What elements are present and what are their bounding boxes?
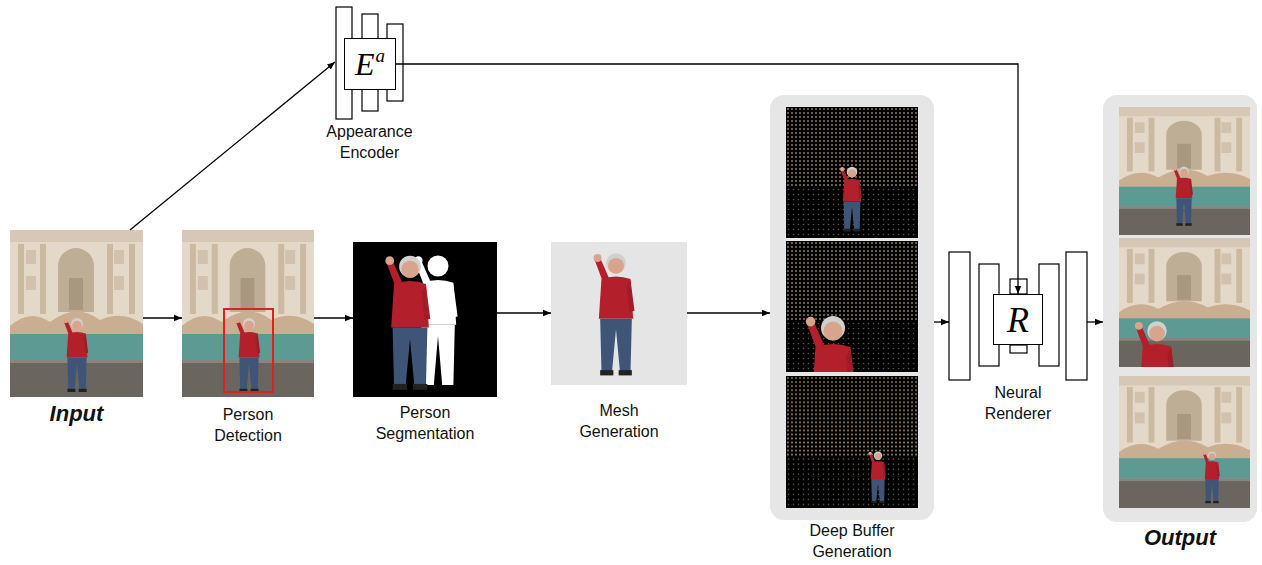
stage-label: Mesh Generation <box>569 400 669 442</box>
flow-arrow <box>1087 321 1103 322</box>
encoder-block: Appearance EncoderEa <box>336 7 403 119</box>
flow-arrow <box>497 312 551 313</box>
flow-arrow <box>130 62 335 230</box>
stage-label: Deep Buffer Generation <box>787 520 917 562</box>
flow-arrow <box>396 64 1018 294</box>
output-panel: Output <box>1103 95 1257 522</box>
input-photo <box>10 230 143 397</box>
stage-image: Mesh Generation <box>551 242 687 385</box>
output-panel <box>1103 95 1257 522</box>
segmentation-image <box>353 242 497 397</box>
flow-arrow <box>143 317 182 318</box>
stage-label: Neural Renderer <box>968 382 1068 424</box>
flow-arrow <box>934 321 949 322</box>
deep-buffer-panel <box>770 95 934 520</box>
flow-arrow <box>687 312 770 313</box>
stage-image: Person Detection <box>182 230 314 397</box>
input-image: Input <box>10 230 143 397</box>
renderer-block: Neural RendererR <box>949 252 1087 380</box>
deep-buffer-panel: Deep Buffer Generation <box>770 95 934 520</box>
stage-image: Person Segmentation <box>353 242 497 397</box>
mesh-image <box>551 242 687 385</box>
detection-photo <box>182 230 314 397</box>
stage-label: Person Segmentation <box>365 402 485 444</box>
symbol-superscript: a <box>376 46 386 65</box>
encoder-layers <box>336 7 403 119</box>
renderer-symbol-box: R <box>993 294 1043 345</box>
stage-label: Output <box>1125 525 1235 551</box>
flow-arrow <box>314 317 353 318</box>
bounding-box <box>224 309 273 392</box>
symbol-letter: R <box>1007 301 1029 339</box>
symbol-letter: E <box>355 47 375 81</box>
encoder-symbol-box: Ea <box>344 38 396 90</box>
stage-label: Input <box>32 401 122 427</box>
stage-label: Appearance Encoder <box>315 121 425 163</box>
stage-label: Person Detection <box>203 404 293 446</box>
